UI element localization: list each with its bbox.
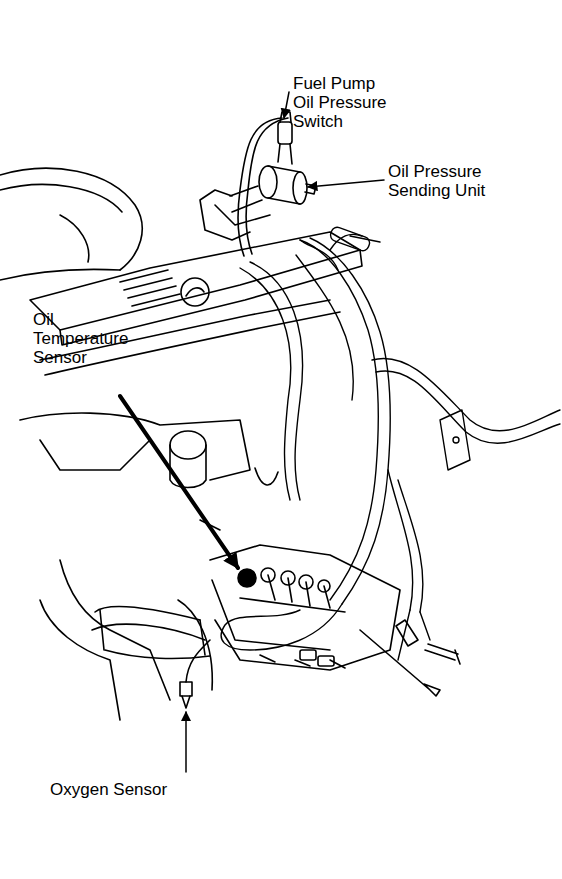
line-art — [250, 262, 303, 500]
line-art — [296, 240, 353, 400]
line-art — [181, 278, 209, 306]
line-art — [293, 172, 307, 204]
line-art — [0, 92, 560, 772]
line-art — [40, 600, 120, 720]
leader-lines — [120, 92, 384, 772]
part-label: Oxygen Sensor — [50, 780, 167, 799]
line-art — [185, 712, 187, 772]
line-art — [278, 122, 292, 144]
line-art — [215, 186, 270, 225]
line-art — [182, 696, 190, 708]
line-art — [240, 598, 345, 612]
line-art — [92, 607, 205, 640]
line-art — [221, 604, 342, 650]
line-art — [180, 682, 192, 696]
line-art — [60, 560, 170, 700]
air-cleaner — [0, 168, 142, 280]
line-art — [0, 185, 122, 212]
line-art — [360, 630, 440, 696]
engine-block — [20, 413, 400, 670]
line-art — [120, 396, 238, 568]
line-art — [170, 431, 206, 459]
oil-temperature-sensor — [238, 568, 345, 612]
line-art — [100, 610, 205, 655]
line-art — [238, 569, 256, 587]
part-label: Fuel Pump Oil Pressure Switch — [293, 74, 393, 131]
line-art — [388, 470, 423, 612]
line-art — [40, 440, 150, 470]
line-art — [308, 180, 384, 187]
oxygen-sensor — [180, 640, 210, 708]
line-art — [255, 468, 278, 485]
line-art — [440, 410, 470, 470]
line-art — [260, 655, 345, 668]
line-art — [453, 437, 459, 443]
line-art — [300, 650, 316, 660]
line-art — [372, 358, 560, 430]
connectors-and-bolts — [260, 620, 460, 696]
exhaust-pipe — [40, 560, 212, 720]
line-art — [300, 240, 378, 600]
line-art — [284, 92, 289, 118]
valve-cover — [30, 232, 362, 375]
line-art — [238, 118, 282, 256]
line-art — [0, 269, 120, 280]
wiring-harness — [221, 226, 560, 660]
part-label: Oil Temperature Sensor — [33, 310, 137, 367]
line-art — [186, 640, 210, 682]
line-art — [376, 371, 560, 443]
line-art — [120, 270, 180, 306]
line-art — [305, 184, 316, 194]
line-art — [186, 288, 204, 296]
line-art — [425, 644, 460, 664]
line-art — [0, 168, 142, 270]
fuel-pump-oil-pressure-switch — [238, 112, 292, 256]
line-art — [200, 520, 400, 670]
line-art — [310, 238, 390, 604]
line-art — [278, 144, 292, 164]
line-art — [246, 118, 288, 254]
line-art — [240, 268, 291, 500]
line-art — [396, 620, 418, 646]
line-art — [170, 445, 206, 488]
line-art — [60, 215, 89, 262]
part-label: Oil Pressure Sending Unit — [388, 162, 508, 200]
line-art — [20, 413, 250, 480]
line-art — [329, 226, 371, 253]
oil-pressure-sending-unit — [200, 166, 316, 240]
line-art — [318, 656, 334, 666]
line-art — [178, 600, 212, 690]
line-art — [259, 166, 277, 198]
line-art — [212, 580, 330, 650]
line-art — [200, 190, 250, 240]
